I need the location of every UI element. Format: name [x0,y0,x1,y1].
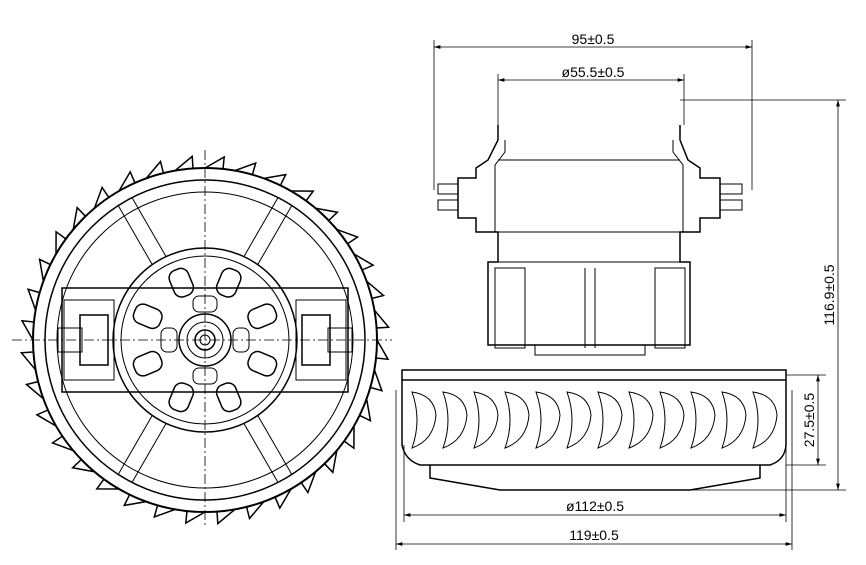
inner-slot [232,327,250,353]
fan-outer-ring [32,167,378,513]
fan-inner-ring [44,179,366,501]
inner-slot [192,295,218,313]
bearing-housing [178,313,232,367]
vent-slot [132,350,163,377]
fan-blade [473,391,499,449]
shaft-center [199,334,211,346]
spoke-edge [243,423,279,483]
dim-95-label: 95±0.5 [572,31,615,47]
fan-blade [504,391,530,449]
motor-housing-ring [56,191,354,489]
vent-slot [168,267,195,298]
fan-housing-body [401,380,787,466]
right-terminal [301,314,331,366]
end-cap-outer [112,247,298,433]
fan-blade [628,391,654,449]
left-terminal-lower [437,199,459,211]
vent-slot [215,267,242,298]
right-terminal-upper [719,183,743,195]
ventilation-slots [132,267,278,413]
spoke-edge [243,197,279,257]
vent-slot [168,382,195,413]
fan-blade [597,391,623,449]
commutator [534,344,646,356]
spoke-edge [131,423,167,483]
dim-116-label: 116.9±0.5 [821,264,837,325]
side-view [401,125,787,491]
vent-slot [247,350,278,377]
fan-blade [659,391,685,449]
dim-55-label: ø55.5±0.5 [562,64,625,80]
right-terminal-lower [719,199,743,211]
vent-slot [215,382,242,413]
motor-body-outline [457,125,721,346]
spoke-edge [117,205,153,265]
fan-blades [411,391,778,449]
spoke-edge [131,197,167,257]
vent-slot [132,303,163,330]
fan-outer-serrations [19,154,391,526]
left-connector [57,327,83,353]
dim-112-label: ø112±0.5 [566,498,624,514]
dim-119-label: 119±0.5 [569,527,619,543]
end-cap-inner [120,255,290,425]
left-brush-holder [63,299,115,381]
fan-blade [535,391,561,449]
housing-spokes [117,197,293,483]
fan-blade [752,391,778,449]
vent-slot [247,303,278,330]
bearing-outer [186,321,224,359]
motor-inner-lines [494,140,684,232]
fan-blade [442,391,468,449]
fan-housing-top [401,369,787,381]
left-winding [494,267,526,349]
inner-slot [192,367,218,385]
fan-blade [690,391,716,449]
fan-bottom-plate [429,465,761,491]
inner-slot [160,327,178,353]
spoke-edge [117,415,153,475]
fan-blade [566,391,592,449]
fan-blade [721,391,747,449]
spoke-edge [257,415,293,475]
dim-27-label: 27.5±0.5 [801,393,817,448]
right-winding [654,267,686,349]
dimensions: 95±0.5 ø55.5±0.5 116.9±0.5 27.5±0.5 ø112… [395,31,846,550]
front-view [12,150,392,526]
left-terminal-upper [437,183,459,195]
right-connector [327,327,353,353]
shaft [194,329,216,351]
fan-blade [411,391,437,449]
spoke-edge [257,205,293,265]
left-terminal [79,314,109,366]
right-brush-holder [295,299,347,381]
bracket-frame [61,287,349,393]
